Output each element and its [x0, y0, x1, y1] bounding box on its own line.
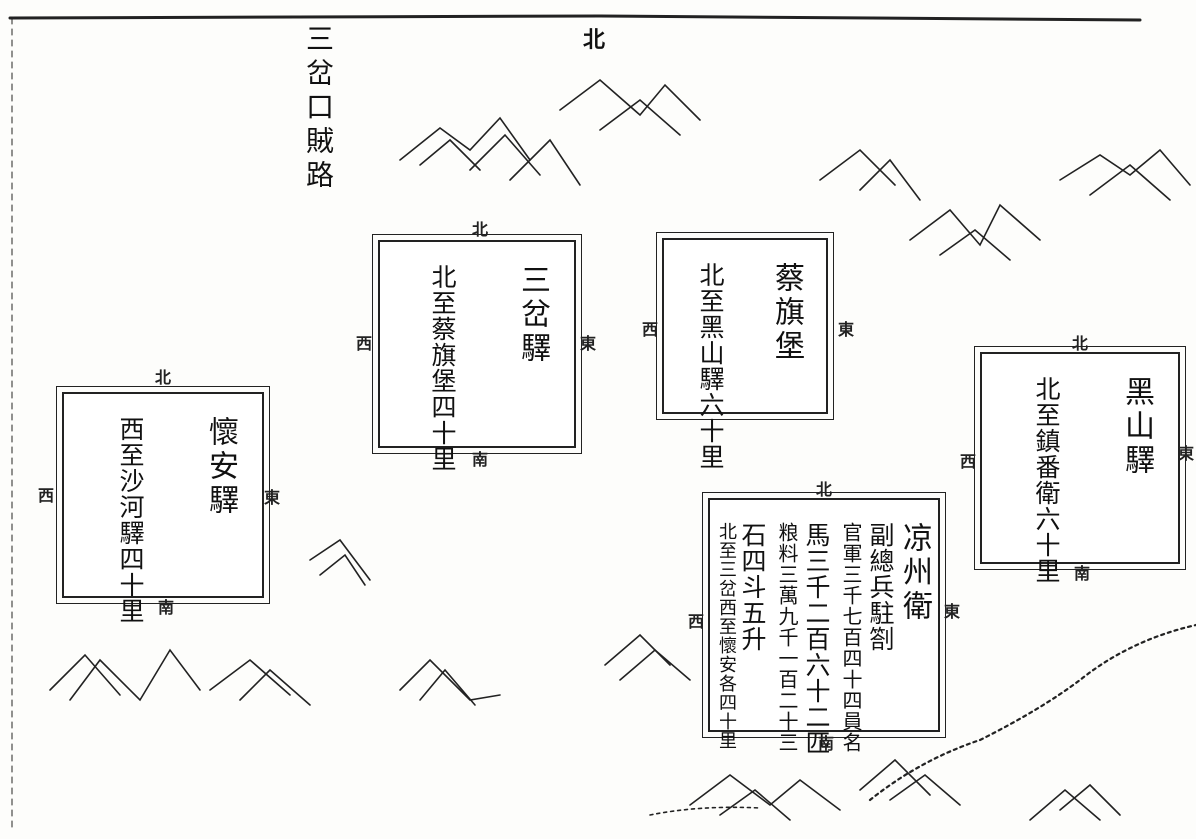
- route-note: 三岔口賊路: [302, 24, 335, 194]
- station-note: 北至鎮番衛六十里: [1032, 376, 1061, 584]
- garrison-line: 馬三千二百六十二匹: [802, 522, 831, 756]
- station-box-huaian: 懷安驛 西至沙河驛四十里: [56, 386, 270, 624]
- direction-south: 南: [158, 598, 175, 617]
- station-note: 北至黑山驛六十里: [696, 262, 725, 470]
- garrison-line: 官軍三千七百四十四員名: [839, 522, 863, 753]
- garrison-line: 副總兵駐劄: [866, 522, 895, 652]
- top-direction-mark: 北: [583, 27, 606, 53]
- station-name: 黑山驛: [1119, 376, 1154, 478]
- direction-west: 西: [356, 334, 373, 353]
- direction-east: 東: [944, 602, 961, 621]
- station-name: 懷安驛: [203, 416, 238, 518]
- direction-east: 東: [1178, 444, 1195, 463]
- direction-east: 東: [580, 334, 597, 353]
- direction-west: 西: [38, 486, 55, 505]
- station-note: 西至沙河驛四十里: [116, 416, 145, 624]
- station-box-heishan: 黑山驛 北至鎮番衛六十里: [974, 346, 1186, 584]
- garrison-line: 北至三岔西至懷安各四十里: [716, 522, 737, 750]
- direction-north: 北: [1072, 334, 1089, 353]
- direction-north: 北: [816, 480, 833, 499]
- garrison-line: 粮料三萬九千一百二十三: [775, 522, 799, 753]
- station-note: 北至蔡旗堡四十里: [428, 264, 457, 472]
- station-box-sancha: 三岔驛 北至蔡旗堡四十里: [372, 234, 582, 472]
- garrison-box-liangzhou: 凉州衛 副總兵駐劄 官軍三千七百四十四員名 馬三千二百六十二匹 粮料三萬九千一百…: [702, 492, 946, 756]
- garrison-name: 凉州衛: [897, 522, 932, 624]
- direction-east: 東: [264, 488, 281, 507]
- direction-south: 南: [472, 450, 489, 469]
- garrison-line: 石四斗五升: [738, 522, 767, 652]
- station-name: 蔡旗堡: [769, 262, 804, 364]
- direction-north: 北: [155, 368, 172, 387]
- direction-south: 南: [1074, 564, 1091, 583]
- direction-east: 東: [838, 320, 855, 339]
- direction-west: 西: [688, 612, 705, 631]
- direction-south: 南: [818, 734, 835, 753]
- direction-west: 西: [960, 452, 977, 471]
- direction-west: 西: [642, 320, 659, 339]
- station-box-caiqi: 蔡旗堡 北至黑山驛六十里: [656, 232, 834, 470]
- direction-north: 北: [472, 220, 489, 239]
- station-name: 三岔驛: [515, 264, 550, 366]
